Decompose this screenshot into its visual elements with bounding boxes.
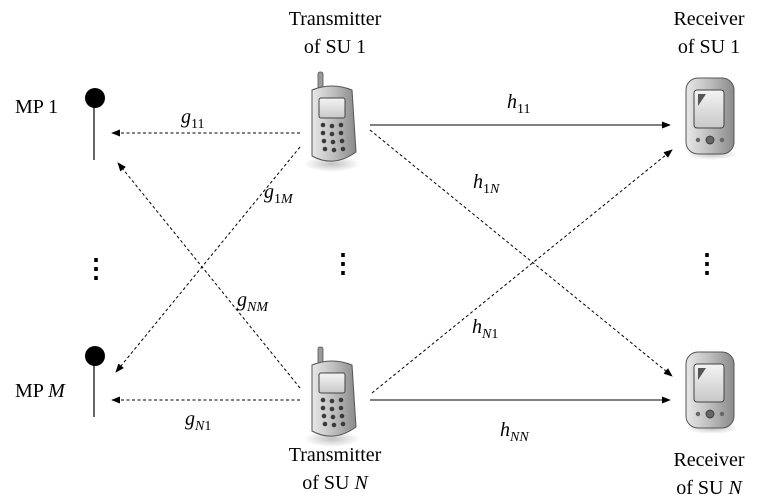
- channel-label-g11: g11: [181, 106, 204, 132]
- monitor-M-label: MP M: [15, 380, 66, 402]
- link-h1N: [369, 129, 673, 377]
- receiver-1-label-line1: Receiver: [673, 8, 744, 30]
- ellipsis-monitors: ⋮: [83, 254, 109, 283]
- receiver-N-label-line2: of SU N: [676, 477, 743, 499]
- monitor-point-M: [85, 346, 105, 417]
- channel-label-hN1: hN1: [472, 316, 498, 342]
- receiver-pda-1-icon: [685, 77, 738, 160]
- transmitter-1-label-line1: Transmitter: [289, 8, 382, 30]
- receiver-N-label-line1: Receiver: [673, 449, 744, 471]
- channel-label-hNN: hNN: [500, 419, 529, 445]
- link-hN1: [371, 149, 673, 394]
- channel-label-g1M: g1M: [264, 181, 294, 207]
- transmitter-N-label-line1: Transmitter: [289, 444, 382, 466]
- monitor-point-1: [85, 88, 105, 160]
- channel-label-h11: h11: [507, 91, 530, 117]
- ellipsis-receivers: ⋮: [694, 249, 720, 278]
- monitor-1-label: MP 1: [15, 96, 58, 118]
- transmitter-phone-1-icon: [304, 71, 360, 172]
- receiver-pda-N-icon: [685, 351, 738, 434]
- link-gNM: [117, 162, 301, 389]
- ellipsis-transmitters: ⋮: [330, 249, 356, 278]
- receiver-1-label-line2: of SU 1: [678, 36, 740, 58]
- link-g1M: [115, 146, 301, 373]
- channel-label-gN1: gN1: [185, 408, 211, 434]
- channel-label-gNM: gNM: [237, 289, 269, 315]
- transmitter-N-label-line2: of SU N: [302, 472, 369, 494]
- transmitter-phone-N-icon: [304, 346, 360, 447]
- transmitter-1-label-line2: of SU 1: [304, 36, 366, 58]
- channel-label-h1N: h1N: [473, 171, 500, 197]
